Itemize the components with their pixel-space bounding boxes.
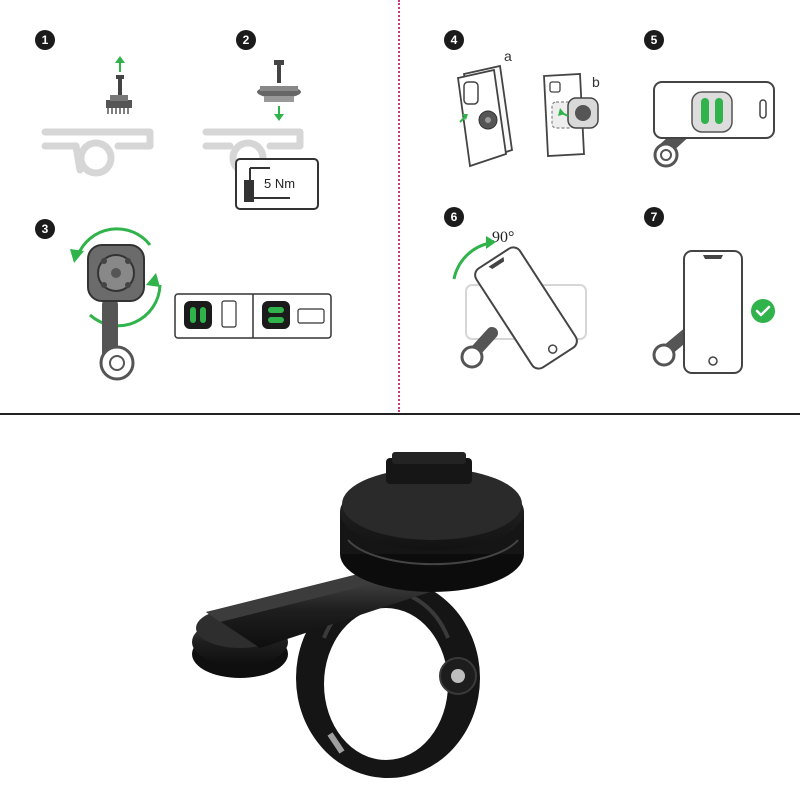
phone-icon xyxy=(652,250,775,374)
handlebar-mount-photo-icon xyxy=(192,452,524,778)
phone-case-icon xyxy=(456,64,513,168)
handlebar-mount-icon xyxy=(41,56,154,177)
handlebar-mount-icon xyxy=(202,60,319,210)
mount-head-icon xyxy=(70,227,162,381)
step-number-badge: 2 xyxy=(236,30,256,50)
installation-steps-panel: 1 xyxy=(0,0,800,410)
screw-icon xyxy=(106,75,132,114)
step-2: 2 xyxy=(200,0,398,215)
step-6: 6 90° xyxy=(400,205,600,410)
adhesive-adapter-icon xyxy=(543,73,599,157)
step-5: 5 xyxy=(600,0,800,205)
adapter-label: b xyxy=(592,74,600,90)
orientation-vertical-icon xyxy=(184,300,237,329)
step-3: 3 xyxy=(0,205,398,410)
phone-icon xyxy=(452,236,587,370)
product-photo xyxy=(0,416,800,800)
vertical-divider xyxy=(398,0,400,412)
step-1: 1 xyxy=(0,0,200,205)
orientation-options xyxy=(174,293,332,339)
step-number-badge: 1 xyxy=(35,30,55,50)
horizontal-divider xyxy=(0,413,800,415)
orientation-horizontal-icon xyxy=(262,301,325,329)
check-icon xyxy=(751,299,775,323)
down-arrow-icon xyxy=(274,106,284,121)
rotate-arrow-icon xyxy=(76,227,162,328)
step-number-badge: 4 xyxy=(444,30,464,50)
rotation-angle-label: 90° xyxy=(492,229,515,246)
case-label: a xyxy=(504,48,512,64)
step-4: 4 a b xyxy=(400,0,600,205)
up-arrow-icon xyxy=(115,56,125,72)
step-number-badge: 7 xyxy=(644,207,664,227)
rotate-arrow-icon xyxy=(452,236,496,280)
step-7: 7 xyxy=(600,205,800,410)
step-number-badge: 3 xyxy=(35,219,55,239)
hex-key-icon xyxy=(235,158,319,210)
torque-label: 5 Nm xyxy=(264,176,296,191)
step-number-badge: 5 xyxy=(644,30,664,50)
phone-on-mount-icon xyxy=(653,81,775,168)
screw-icon xyxy=(257,60,301,102)
step-number-badge: 6 xyxy=(444,207,464,227)
